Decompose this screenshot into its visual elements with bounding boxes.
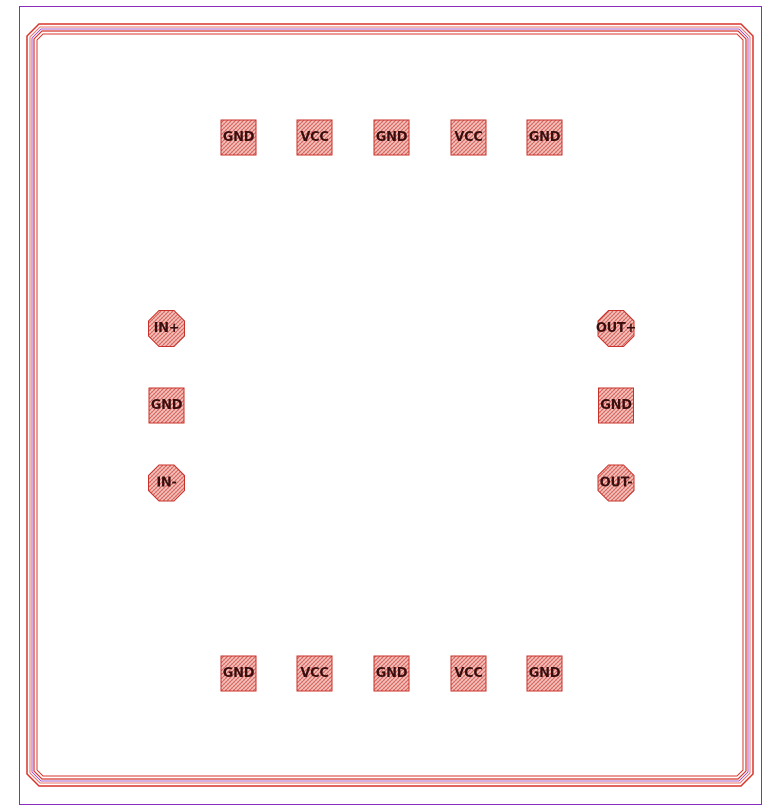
pad-label: GND [223,130,255,145]
pad-square [598,387,634,424]
pad-right-2: OUT- [597,464,635,502]
pad-square [220,655,257,692]
pad-octagon [148,310,185,347]
pad-label: IN+ [154,321,180,336]
pad-label: OUT- [600,476,633,491]
pad-label: GND [600,398,632,413]
pad-square [450,655,487,692]
pad-right-0: OUT+ [596,310,636,347]
pad-left-0: IN+ [148,310,185,347]
pad-bottom-1: VCC [296,655,333,692]
pad-top-3: VCC [450,119,487,156]
pad-left-1: GND [148,387,185,424]
pad-octagon [148,464,185,502]
pad-label: GND [529,130,561,145]
pad-bottom-2: GND [373,655,410,692]
pad-octagon [597,310,635,347]
pad-bottom-0: GND [220,655,257,692]
pad-label: IN- [156,476,176,491]
pad-top-2: GND [373,119,410,156]
pad-octagon [597,464,635,502]
bottom-pad-row: GND VCC GND VCC GND [220,655,563,692]
seal-ring-3 [31,28,749,782]
pad-label: GND [223,666,255,681]
pad-square [526,119,563,156]
seal-ring-inner [36,33,744,777]
seal-ring-2 [29,26,751,784]
pad-square [220,119,257,156]
pad-label: VCC [300,666,328,681]
seal-ring [26,23,754,787]
pad-top-1: VCC [296,119,333,156]
right-pad-column: OUT+ GND OUT- [596,310,636,502]
left-pad-column: IN+ GND IN- [148,310,185,502]
pad-square [373,655,410,692]
pad-square [526,655,563,692]
seal-ring-4 [33,30,747,780]
pad-label: GND [151,398,183,413]
pad-left-2: IN- [148,464,185,502]
pad-square [373,119,410,156]
pad-square [148,387,185,424]
pad-label: GND [376,666,408,681]
pad-right-1: GND [598,387,634,424]
pad-square [296,119,333,156]
pad-bottom-4: GND [526,655,563,692]
top-pad-row: GND VCC GND VCC GND [220,119,563,156]
pad-label: GND [376,130,408,145]
pad-bottom-3: VCC [450,655,487,692]
pad-label: OUT+ [596,321,636,336]
pad-top-0: GND [220,119,257,156]
pad-label: GND [529,666,561,681]
pad-square [296,655,333,692]
die-outline [19,6,762,805]
pad-label: VCC [300,130,328,145]
pad-top-4: GND [526,119,563,156]
seal-ring-outer [26,23,754,787]
pad-label: VCC [454,666,482,681]
pad-label: VCC [454,130,482,145]
pad-square [450,119,487,156]
